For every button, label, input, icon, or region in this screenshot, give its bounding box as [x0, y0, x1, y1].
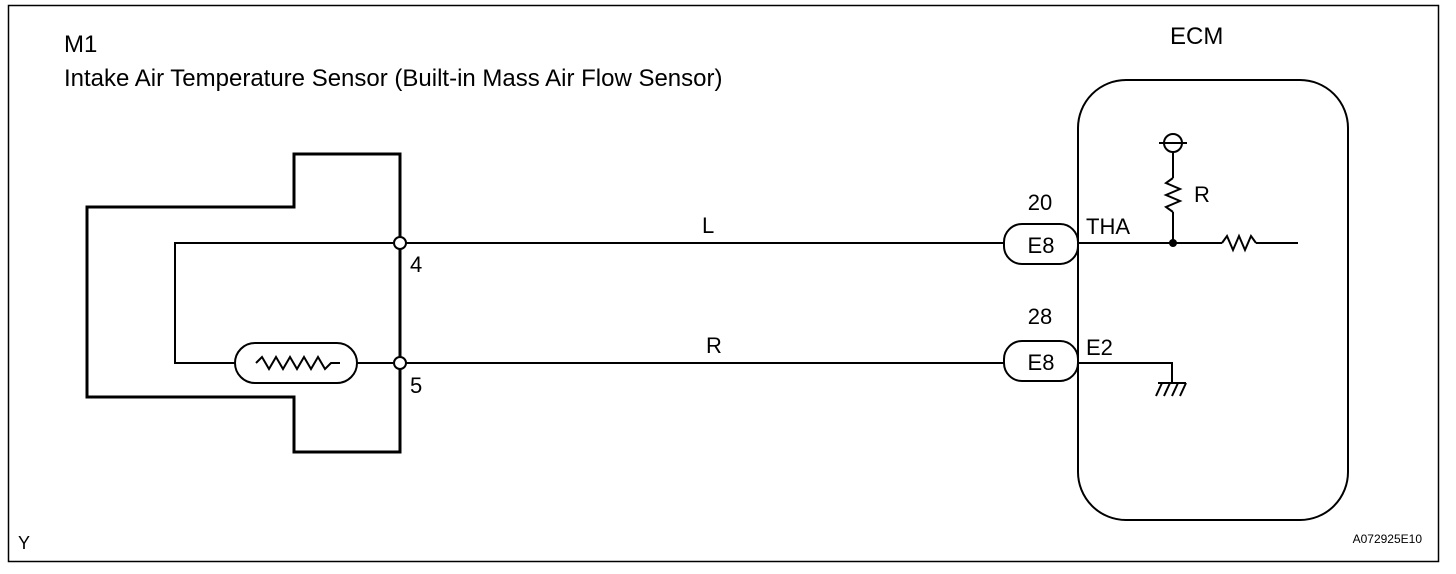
figure-code: A072925E10	[1353, 532, 1423, 546]
sensor-housing	[85, 152, 402, 454]
terminal-5-label: 5	[410, 373, 422, 398]
connector-e8-upper-label: E8	[1028, 233, 1055, 258]
thermistor-resistor-icon	[255, 355, 340, 371]
terminal-5-circle	[393, 356, 407, 370]
ecm-label: ECM	[1170, 23, 1223, 50]
ecm-internal-resistor-icon	[1221, 233, 1257, 253]
sensor-internal-wire	[174, 242, 393, 364]
ground-icon	[1155, 382, 1187, 397]
connector-e8-lower-label: E8	[1028, 350, 1055, 375]
component-code: M1	[64, 31, 97, 58]
ecm-pin-20: 20	[1028, 190, 1052, 215]
terminal-4-label: 4	[410, 252, 422, 277]
footer-left-mark: Y	[18, 533, 30, 553]
wire-l-color: L	[702, 213, 714, 238]
diagram-frame	[7, 4, 1440, 563]
component-name: Intake Air Temperature Sensor (Built-in …	[64, 65, 722, 92]
wire-r-color: R	[706, 333, 722, 358]
ecm-pin-28: 28	[1028, 304, 1052, 329]
ecm-box	[1077, 79, 1349, 521]
pullup-resistor-icon	[1163, 177, 1183, 213]
pullup-resistor-label: R	[1194, 182, 1210, 207]
terminal-4-circle	[393, 236, 407, 250]
e2-internal-wire	[1078, 362, 1173, 383]
terminal-tha-label: THA	[1086, 214, 1130, 239]
terminal-e2-label: E2	[1086, 335, 1113, 360]
thermistor-body	[234, 342, 358, 384]
